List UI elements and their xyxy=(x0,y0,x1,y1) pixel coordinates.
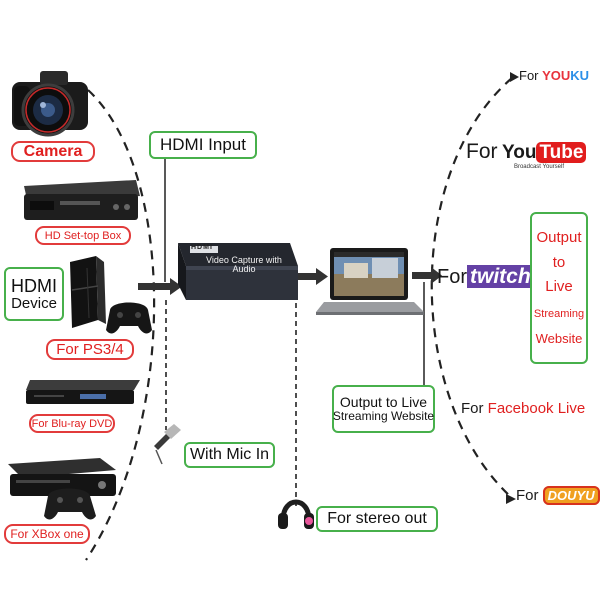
twitch-logo: twitch xyxy=(467,265,534,288)
hdmi-device-label: HDMI Device xyxy=(4,267,64,321)
hdmi-device-line2: Device xyxy=(11,294,57,312)
douyu-entry: For DOUYU xyxy=(516,486,600,505)
laptop-icon xyxy=(316,248,424,315)
camera-icon xyxy=(12,71,88,137)
headphones-icon xyxy=(278,499,314,529)
youku-arrow-head xyxy=(510,72,519,82)
youtube-logo-you: You xyxy=(501,142,537,163)
youku-entry: For YOUKU xyxy=(519,68,589,83)
xbox-controller-icon xyxy=(44,488,96,520)
youtube-tagline: Broadcast Yourself xyxy=(513,164,564,170)
twitch-for: For xyxy=(437,266,467,288)
destination-dashed-arc xyxy=(430,77,513,499)
capture-device-icon xyxy=(178,243,298,300)
facebook-for: For xyxy=(461,400,484,417)
blu-ray-dvd-label: For Blu-ray DVD xyxy=(29,414,115,433)
douyu-for: For xyxy=(516,487,539,504)
vertical-label-line5: Website xyxy=(535,330,583,346)
streaming-arrow xyxy=(412,267,442,284)
mic-in-label: With Mic In xyxy=(184,442,275,468)
ps34-label: For PS3/4 xyxy=(46,339,134,360)
input-arrow xyxy=(138,278,182,295)
output-to-live-streaming-website-label: Output to Live Streaming Website xyxy=(530,212,588,364)
device-brand-text: HDMI xyxy=(191,244,213,251)
camera-label: Camera xyxy=(11,141,95,162)
vertical-label-line4: Streaming xyxy=(533,307,585,320)
source-dashed-arc xyxy=(85,89,156,561)
youtube-logo-tube: Tube xyxy=(536,142,587,163)
device-title-text: Video Capture with Audio xyxy=(206,255,282,275)
vertical-label-line3: Live xyxy=(545,278,573,296)
set-top-box-icon xyxy=(24,180,140,220)
xbox-one-label: For XBox one xyxy=(4,524,90,544)
youku-for: For xyxy=(519,68,539,83)
output-label-line1: Output to Live xyxy=(339,394,428,411)
hdmi-input-label: HDMI Input xyxy=(149,131,257,159)
microphone-icon xyxy=(154,424,181,465)
vertical-label-line2: to xyxy=(552,253,566,271)
youku-logo-text: YOU xyxy=(542,68,571,83)
youku-logo-suffix: KU xyxy=(570,68,590,83)
hd-set-top-box-label: HD Set-top Box xyxy=(35,226,131,245)
output-label-line2: Streaming Website xyxy=(332,409,435,424)
output-arrow xyxy=(292,268,328,285)
gamepad-icon xyxy=(106,302,152,334)
ps4-console-icon xyxy=(70,256,106,328)
youtube-for: For xyxy=(466,140,498,163)
hdmi-device-line1: HDMI xyxy=(11,275,57,296)
vertical-label-line1: Output xyxy=(536,229,582,247)
blu-ray-player-icon xyxy=(26,380,140,404)
douyu-logo: DOUYU xyxy=(542,486,600,505)
douyu-arrow-head xyxy=(506,494,516,504)
xbox-console-icon xyxy=(8,458,116,496)
output-to-live-label: Output to Live Streaming Website xyxy=(332,385,435,433)
stereo-out-label: For stereo out xyxy=(316,506,438,532)
facebook-live-text: Facebook Live xyxy=(487,400,586,417)
facebook-entry: For Facebook Live xyxy=(461,400,585,417)
